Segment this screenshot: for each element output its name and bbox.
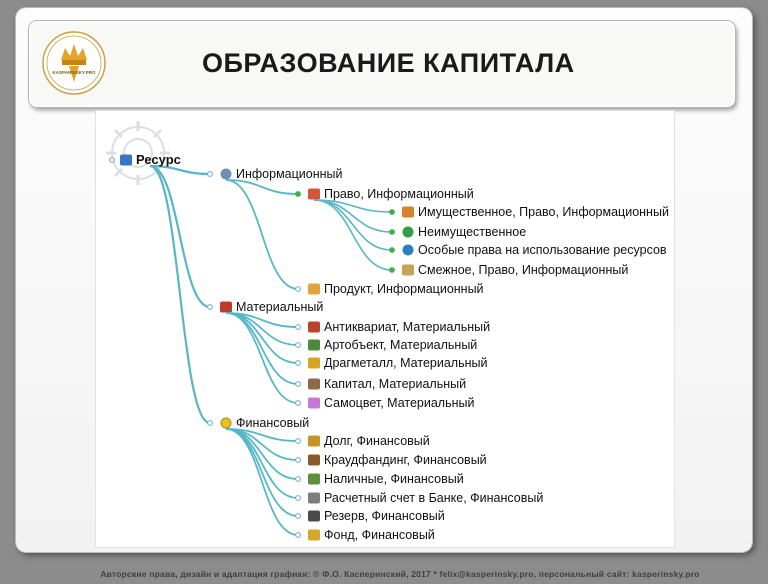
collapse-toggle[interactable] <box>389 267 395 273</box>
collapse-toggle[interactable] <box>295 513 301 519</box>
connector-line <box>225 428 299 517</box>
collapse-toggle[interactable] <box>295 476 301 482</box>
collapse-toggle[interactable] <box>295 342 301 348</box>
sun-icon <box>220 417 232 429</box>
node-label[interactable]: Неимущественное <box>418 225 527 239</box>
bank-icon <box>308 492 320 504</box>
collapse-toggle[interactable] <box>295 286 301 292</box>
handshake-icon <box>308 188 320 200</box>
collapse-toggle[interactable] <box>295 324 301 330</box>
info-icon <box>220 168 232 180</box>
node-label[interactable]: Особые права на использование ресурсов <box>418 243 667 257</box>
mind-map-connectors <box>106 121 414 541</box>
node-label[interactable]: Продукт, Информационный <box>324 282 484 296</box>
wallet-icon <box>308 454 320 466</box>
copyright-footer: Авторские права, дизайн и адаптация граф… <box>100 569 700 579</box>
crown-logo-icon: KASPARINSKY.PRO <box>42 31 106 95</box>
people-icon <box>402 264 414 276</box>
collapse-toggle[interactable] <box>295 381 301 387</box>
collapse-toggle[interactable] <box>109 157 115 163</box>
connector-line <box>225 312 299 404</box>
collapse-toggle[interactable] <box>295 400 301 406</box>
collapse-toggle[interactable] <box>295 438 301 444</box>
connector-line <box>225 312 299 346</box>
node-label[interactable]: Смежное, Право, Информационный <box>418 263 629 277</box>
collapse-toggle[interactable] <box>295 532 301 538</box>
collapse-toggle[interactable] <box>389 209 395 215</box>
collapse-toggle[interactable] <box>295 495 301 501</box>
node-label[interactable]: Капитал, Материальный <box>324 377 467 391</box>
connector-line <box>149 164 211 309</box>
node-label[interactable]: Имущественное, Право, Информационный <box>418 205 669 219</box>
node-label[interactable]: Ресурс <box>136 152 181 167</box>
connector-line <box>225 179 299 195</box>
connector-line <box>225 179 299 290</box>
connector-line <box>313 199 393 233</box>
node-label[interactable]: Фонд, Финансовый <box>324 528 435 542</box>
coins-icon <box>308 529 320 541</box>
safe-icon <box>308 510 320 522</box>
painting-icon <box>308 339 320 351</box>
collapse-toggle[interactable] <box>295 360 301 366</box>
node-label[interactable]: Информационный <box>236 167 343 181</box>
node-label[interactable]: Антиквариат, Материальный <box>324 320 491 334</box>
tag-icon <box>402 206 414 218</box>
node-label[interactable]: Финансовый <box>236 416 310 430</box>
crab-icon <box>220 301 232 313</box>
node-label[interactable]: Наличные, Финансовый <box>324 472 464 486</box>
collapse-toggle[interactable] <box>295 191 301 197</box>
collapse-toggle[interactable] <box>389 229 395 235</box>
connector-line <box>313 199 393 251</box>
node-label[interactable]: Артобъект, Материальный <box>324 338 478 352</box>
cash-icon <box>308 473 320 485</box>
slide: KASPARINSKY.PRO ОБРАЗОВАНИЕ КАПИТАЛА Рес… <box>16 8 752 579</box>
box-icon <box>308 283 320 295</box>
connector-line <box>149 164 211 425</box>
node-label[interactable]: Краудфандинг, Финансовый <box>324 453 487 467</box>
node-label[interactable]: Самоцвет, Материальный <box>324 396 475 410</box>
collapse-toggle[interactable] <box>207 171 213 177</box>
node-label[interactable]: Резерв, Финансовый <box>324 509 445 523</box>
connector-line <box>225 312 299 385</box>
node-label[interactable]: Драгметалл, Материальный <box>324 356 488 370</box>
node-label[interactable]: Расчетный счет в Банке, Финансовый <box>324 491 544 505</box>
collapse-toggle[interactable] <box>389 247 395 253</box>
collapse-toggle[interactable] <box>207 304 213 310</box>
connector-line <box>149 164 211 176</box>
globe-icon <box>402 244 414 256</box>
checkmark-icon <box>402 226 414 238</box>
crown-icon <box>308 321 320 333</box>
node-label[interactable]: Долг, Финансовый <box>324 434 430 448</box>
page-title: ОБРАЗОВАНИЕ КАПИТАЛА <box>202 48 575 78</box>
connector-line <box>313 199 393 271</box>
house-icon <box>308 378 320 390</box>
connector-line <box>225 428 299 499</box>
gold-bars-icon <box>308 357 320 369</box>
moneybag-icon <box>308 435 320 447</box>
node-label[interactable]: Право, Информационный <box>324 187 474 201</box>
collapse-toggle[interactable] <box>207 420 213 426</box>
slide-header: KASPARINSKY.PRO ОБРАЗОВАНИЕ КАПИТАЛА <box>29 21 735 107</box>
logo-text: KASPARINSKY.PRO <box>53 70 96 75</box>
node-label[interactable]: Материальный <box>236 300 324 314</box>
gem-icon <box>308 397 320 409</box>
connector-line <box>225 428 299 536</box>
books-icon <box>120 154 132 166</box>
collapse-toggle[interactable] <box>295 457 301 463</box>
